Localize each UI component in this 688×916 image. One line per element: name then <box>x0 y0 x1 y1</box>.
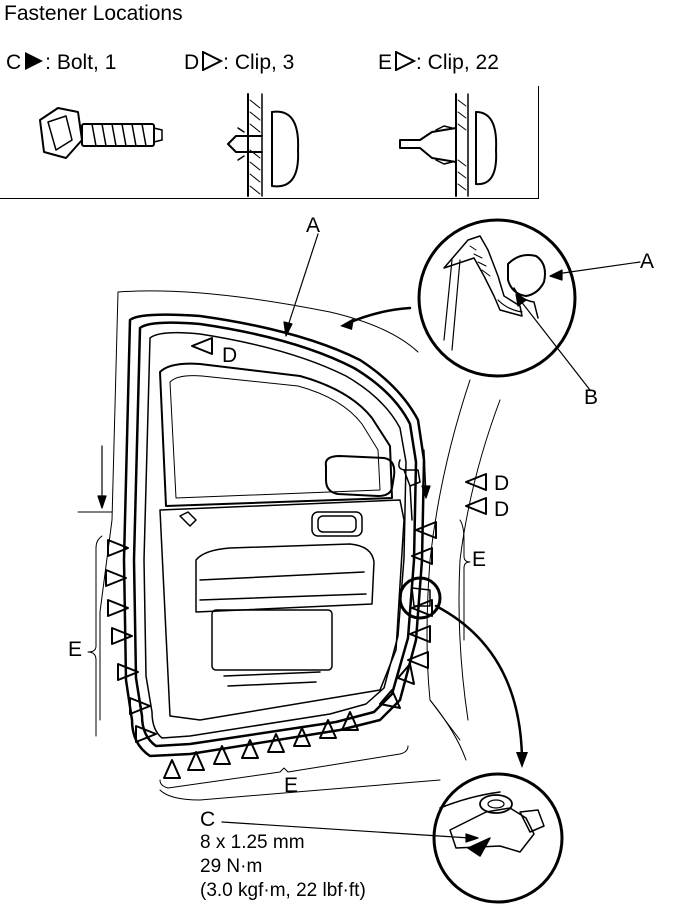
bolt-illustration <box>39 107 163 159</box>
detail-arrows <box>340 306 528 768</box>
callout-e-bottom: E <box>284 774 299 797</box>
clip-e-marker <box>213 745 231 765</box>
clip-e-marker <box>293 727 311 747</box>
open-triangle-icon <box>395 50 417 72</box>
callout-d-right-1: D <box>494 472 510 495</box>
callout-e-left: E <box>68 638 83 661</box>
clip-e-marker <box>411 599 433 617</box>
bolt-c-marker <box>467 837 491 857</box>
side-mirror <box>324 455 396 497</box>
callout-e-right: E <box>472 548 487 571</box>
clip-e-marker <box>409 625 431 643</box>
door-frame <box>122 313 426 758</box>
callout-d-upper: D <box>222 344 238 367</box>
clip-d-illustration <box>227 93 300 197</box>
legend-bolt-letter: C <box>6 51 22 74</box>
clip-e-marker <box>135 725 157 743</box>
filled-triangle-icon <box>25 52 44 70</box>
detail-circle-weatherstrip <box>417 218 577 378</box>
detail-circle-bolt <box>432 772 564 904</box>
clip-e-marker <box>267 733 285 753</box>
callout-a-detail: A <box>640 250 655 273</box>
clip-e-illustration <box>399 93 498 197</box>
detail-circle-bolt-location <box>398 576 442 620</box>
bolt-size: 8 x 1.25 mm <box>200 832 305 853</box>
callout-a-main: A <box>306 214 321 237</box>
clip-d-marker <box>465 497 487 515</box>
clip-e-marker <box>415 521 437 539</box>
legend-clip-d-text: : Clip, 3 <box>223 51 295 74</box>
bolt-torque: 29 N·m <box>200 856 263 877</box>
clip-e-marker <box>117 663 139 681</box>
clip-e-marker <box>319 719 337 739</box>
clip-e-marker <box>129 697 151 715</box>
clip-e-marker <box>107 539 129 557</box>
clip-e-marker <box>379 689 401 709</box>
bolt-torque-alt: (3.0 kgf·m, 22 lbf·ft) <box>200 880 366 901</box>
leader-lines <box>87 233 641 843</box>
diagram-title: Fastener Locations <box>4 2 183 25</box>
clip-d-markers <box>191 337 487 515</box>
clip-e-marker <box>107 599 129 617</box>
clip-e-marker <box>407 651 429 669</box>
legend-clip-d: D : Clip, 3 <box>184 50 295 75</box>
clip-e-marker <box>105 569 127 587</box>
clip-d-marker <box>465 473 487 491</box>
clip-e-marker <box>341 711 359 731</box>
clip-d-marker <box>191 337 213 355</box>
door-trim-panel <box>159 499 405 721</box>
clip-e-marker <box>241 739 259 759</box>
callout-d-right-2: D <box>494 498 510 521</box>
callout-c-bolt: C <box>200 808 216 831</box>
open-triangle-icon <box>202 50 224 72</box>
clip-e-marker <box>397 663 415 685</box>
callout-b-detail: B <box>584 386 599 409</box>
clip-e-marker <box>411 547 433 565</box>
legend-bolt: C : Bolt, 1 <box>6 51 116 75</box>
clip-e-marker <box>111 627 133 645</box>
legend-clip-e-letter: E <box>378 51 393 74</box>
clip-e-marker <box>163 759 181 779</box>
clip-e-markers <box>105 521 437 779</box>
legend-box <box>0 86 539 199</box>
wire-harness <box>398 459 421 521</box>
legend-clip-e-text: : Clip, 22 <box>416 51 499 74</box>
clip-e-marker <box>187 751 205 771</box>
legend-clip-d-letter: D <box>184 51 200 74</box>
legend-clip-e: E : Clip, 22 <box>378 50 499 75</box>
legend-bolt-text: : Bolt, 1 <box>45 51 117 74</box>
door-window <box>159 362 393 507</box>
